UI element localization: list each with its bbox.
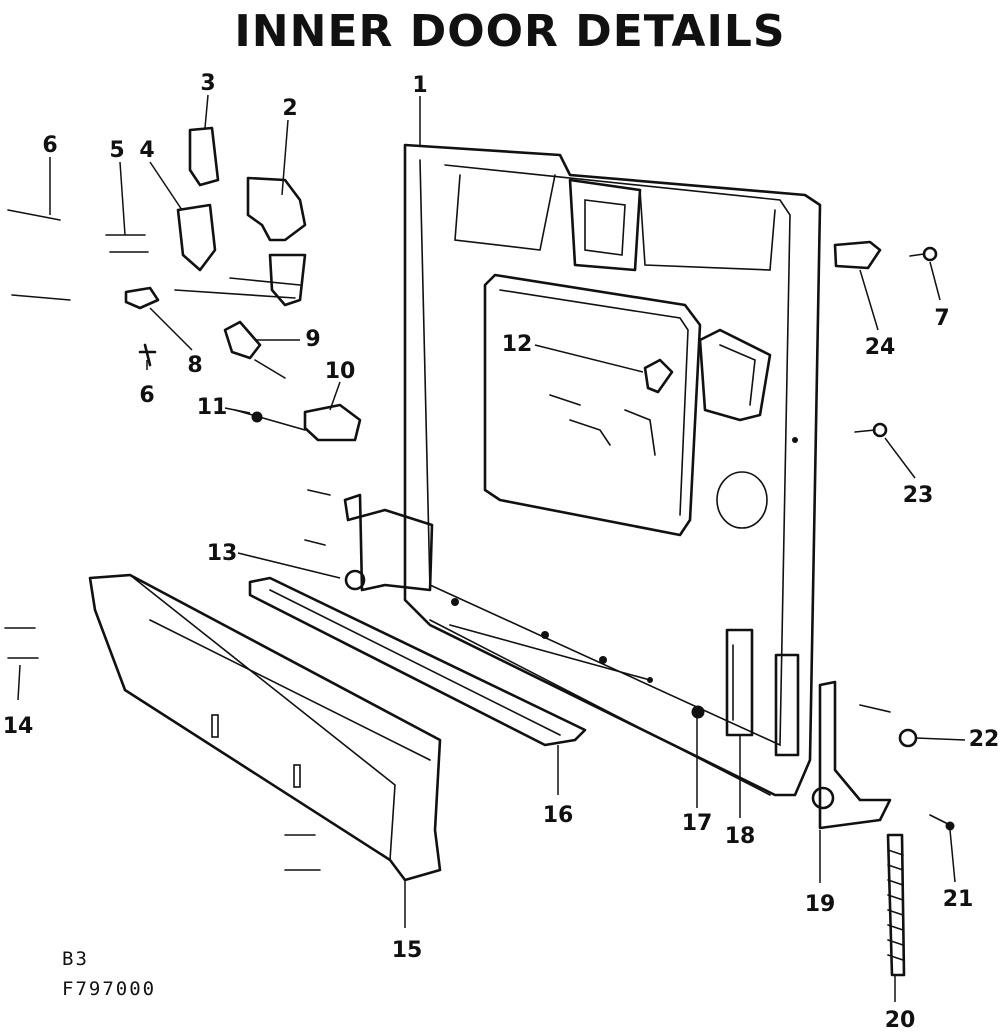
part-22-bushing (859, 704, 918, 748)
callout-6b: 6 (139, 383, 154, 408)
interlock-switch (176, 203, 217, 272)
callout-6a: 6 (42, 133, 57, 158)
callout-14: 14 (3, 714, 34, 739)
callout-13: 13 (207, 541, 238, 566)
part-21-screw (929, 814, 955, 831)
callout-21: 21 (943, 887, 974, 912)
callout-7: 7 (934, 306, 949, 331)
part-19-hinge-arm (811, 680, 892, 830)
screw-6a (7, 209, 71, 301)
callout-labels: 1 2 3 4 5 6 6 7 8 9 10 11 12 13 14 15 16… (3, 71, 1000, 1033)
part-20-spring (886, 833, 906, 977)
callout-4: 4 (139, 138, 154, 163)
callout-22: 22 (969, 727, 1000, 752)
part-10-clip (303, 403, 362, 442)
diagram-title: INNER DOOR DETAILS (234, 6, 785, 57)
part-14-screws (4, 627, 39, 659)
part-24-catch (833, 240, 882, 270)
callout-12: 12 (502, 332, 533, 357)
footer-code-2: F797000 (62, 978, 156, 1000)
part-8-cam (124, 286, 160, 310)
callout-24: 24 (865, 335, 896, 360)
callout-11: 11 (197, 395, 228, 420)
switch-bracket (188, 126, 220, 187)
callout-3: 3 (200, 71, 215, 96)
callout-19: 19 (805, 892, 836, 917)
callout-23: 23 (903, 483, 934, 508)
callout-16: 16 (543, 803, 574, 828)
part-23-screw (854, 422, 888, 438)
part-16-channel (248, 576, 587, 747)
inner-door-panel (403, 143, 822, 797)
part-17-nut (691, 705, 705, 719)
callout-17: 17 (682, 811, 713, 836)
leader-lines (17, 94, 966, 1002)
callout-10: 10 (325, 359, 356, 384)
part-11-screw (234, 409, 306, 431)
part-7-grommet (909, 246, 938, 262)
screw-5 (105, 234, 149, 253)
latch-bracket-assembly (174, 176, 307, 307)
callout-18: 18 (725, 824, 756, 849)
part-15-outer-panel (88, 573, 442, 882)
part-9-actuator (223, 320, 286, 379)
part-13-hinge (304, 489, 434, 592)
callout-20: 20 (885, 1008, 916, 1033)
part-12-latch-arm (643, 358, 674, 394)
part-18-strip (725, 628, 754, 737)
callout-8: 8 (187, 353, 202, 378)
callout-1: 1 (412, 73, 427, 98)
screw-6b (138, 343, 157, 367)
callout-15: 15 (392, 938, 423, 963)
callout-2: 2 (282, 96, 297, 121)
footer-code-1: B3 (62, 948, 89, 970)
callout-9: 9 (305, 327, 320, 352)
callout-5: 5 (109, 138, 124, 163)
